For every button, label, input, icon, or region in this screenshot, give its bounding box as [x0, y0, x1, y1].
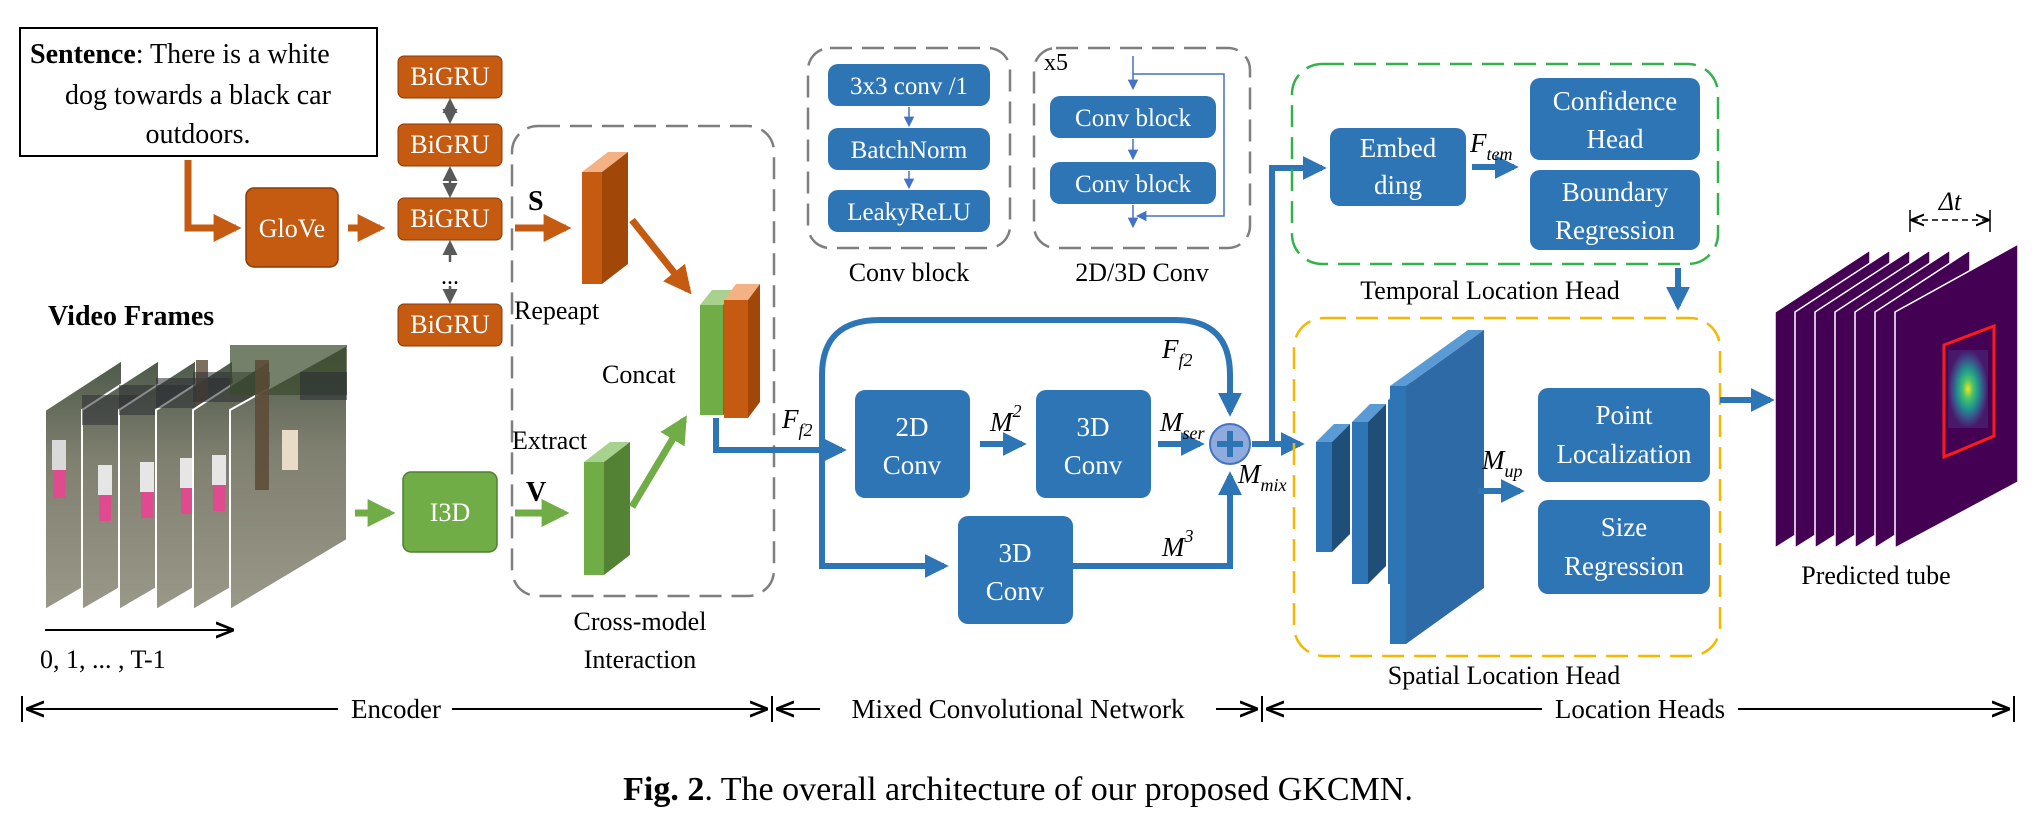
m3-arrow: [1073, 471, 1242, 569]
bottom-branch-arrow: [819, 450, 949, 578]
predicted-box: [1942, 323, 1996, 460]
boundary-label-1: Boundary: [1562, 177, 1669, 207]
temporal-head-box: [1290, 62, 1720, 266]
bigru-4-label: BiGRU: [410, 310, 490, 339]
sentence-line3: outdoors.: [146, 119, 251, 150]
conv-block-caption: Conv block: [849, 258, 970, 287]
skip-path-arrow: [819, 317, 1242, 450]
mcn-section-label: Mixed Convolutional Network: [852, 694, 1185, 724]
point-localization-node: Point Localization: [1538, 388, 1710, 482]
conv-layer-label: 3x3 conv /1: [850, 73, 968, 100]
ftem-label: Ftem: [1469, 128, 1513, 164]
video-frames-label: Video Frames: [48, 301, 214, 332]
conv3d-b-label-1: 3D: [999, 538, 1032, 568]
sentence-line1: : There is a white: [136, 39, 330, 70]
encoder-section-label: Encoder: [351, 694, 441, 724]
sentence-line2: dog towards a black car: [65, 80, 332, 111]
repeat-feature-slab: [582, 152, 628, 284]
embedding-node: Embed ding: [1330, 128, 1466, 206]
mmix-label: Mmix: [1237, 459, 1287, 495]
confidence-head-node: Confidence Head: [1530, 78, 1700, 160]
time-axis-label: 0, 1, ... , T-1: [40, 645, 166, 674]
conv23d-block-2-label: Conv block: [1075, 171, 1191, 198]
spatial-head-box: [1292, 316, 1722, 658]
video-frames-stack: [44, 343, 348, 612]
conv3d-a-label-1: 3D: [1077, 412, 1110, 442]
conv2d-label-1: 2D: [896, 412, 929, 442]
bigru-ellipsis: ...: [441, 264, 459, 290]
conv23d-inset: [1032, 46, 1252, 250]
conv3d-b-node: 3D Conv: [958, 516, 1073, 624]
sum-node-icon: [1209, 423, 1251, 465]
glove-node: GloVe: [245, 187, 339, 268]
batchnorm-layer-label: BatchNorm: [851, 137, 968, 164]
concat-to-mcn-arrow: [713, 418, 847, 462]
conv-block-layers: 3x3 conv /1 BatchNorm LeakyReLU: [828, 64, 990, 232]
confidence-label-1: Confidence: [1553, 86, 1677, 116]
conv2d-node: 2D Conv: [855, 390, 970, 498]
size-regression-node: Size Regression: [1538, 500, 1710, 594]
conv23d-blocks: Conv block Conv block: [1050, 56, 1225, 229]
size-label-1: Size: [1601, 512, 1648, 542]
point-label-2: Localization: [1557, 439, 1692, 469]
point-label-1: Point: [1595, 400, 1653, 430]
upsampling-stack: [1316, 330, 1484, 644]
conv23d-repeat: x5: [1044, 50, 1068, 76]
mser-label: Mser: [1159, 407, 1205, 443]
sentence-box: Sentence: There is a white dog towards a…: [19, 27, 378, 157]
bigru-3-label: BiGRU: [410, 204, 490, 233]
conv2d-label-2: Conv: [883, 450, 942, 480]
bigru-2-label: BiGRU: [410, 130, 490, 159]
bigru-stack: BiGRU BiGRU BiGRU ... BiGRU: [397, 55, 503, 347]
repeat-to-concat-arrow: [629, 217, 692, 295]
extract-feature-slab: [584, 442, 630, 575]
extract-to-concat-arrow: [628, 415, 688, 509]
i3d-label: I3D: [430, 498, 470, 527]
boundary-regression-node: Boundary Regression: [1530, 170, 1700, 250]
conv-block-inset: [806, 46, 1012, 250]
glove-label: GloVe: [259, 214, 325, 243]
heatmap-peak: [1948, 350, 1988, 428]
conv3d-a-label-2: Conv: [1064, 450, 1123, 480]
delta-t-label: Δt: [1938, 187, 1962, 216]
conv23d-caption: 2D/3D Conv: [1075, 258, 1209, 287]
bigru-1-label: BiGRU: [410, 62, 490, 91]
concat-block: [700, 284, 760, 418]
size-label-2: Regression: [1564, 551, 1684, 581]
temporal-head-caption: Temporal Location Head: [1360, 276, 1620, 305]
conv23d-block-1-label: Conv block: [1075, 105, 1191, 132]
m2-label: M2: [989, 401, 1022, 437]
predicted-tube-caption: Predicted tube: [1801, 561, 1950, 590]
confidence-label-2: Head: [1587, 124, 1644, 154]
section-ruler: Encoder Mixed Convolutional Network Loca…: [21, 694, 2015, 724]
embedding-label-2: ding: [1374, 170, 1422, 200]
ff2-left-label: Ff2: [781, 404, 813, 440]
sentence-to-glove-arrow: [184, 160, 242, 242]
s-label: S: [528, 186, 544, 217]
repeat-label: Repeapt: [514, 296, 600, 325]
concat-label: Concat: [602, 360, 676, 389]
svg-text:Sentence: There is a white: Sentence: There is a white: [30, 39, 330, 70]
sentence-prefix: Sentence: [30, 39, 136, 70]
mup-label: Mup: [1481, 445, 1523, 481]
ff2-top-label: Ff2: [1161, 334, 1193, 370]
cross-model-box: [510, 124, 776, 598]
mix-to-temporal-arrow: [1269, 156, 1327, 444]
heads-section-label: Location Heads: [1555, 694, 1725, 724]
m3-label: M3: [1161, 526, 1194, 562]
leakyrelu-layer-label: LeakyReLU: [847, 199, 971, 226]
conv3d-a-node: 3D Conv: [1036, 390, 1151, 498]
cross-model-caption-2: Interaction: [584, 645, 697, 674]
extract-label: Extract: [512, 426, 588, 455]
figure-caption: Fig. 2. The overall architecture of our …: [623, 771, 1413, 808]
embedding-label-1: Embed: [1360, 133, 1437, 163]
boundary-label-2: Regression: [1555, 215, 1675, 245]
predicted-tube-stack: [1774, 242, 2019, 550]
conv3d-b-label-2: Conv: [986, 576, 1045, 606]
spatial-head-caption: Spatial Location Head: [1388, 661, 1620, 690]
cross-model-caption-1: Cross-model: [574, 607, 707, 636]
v-label: V: [526, 477, 546, 508]
i3d-node: I3D: [402, 471, 498, 553]
